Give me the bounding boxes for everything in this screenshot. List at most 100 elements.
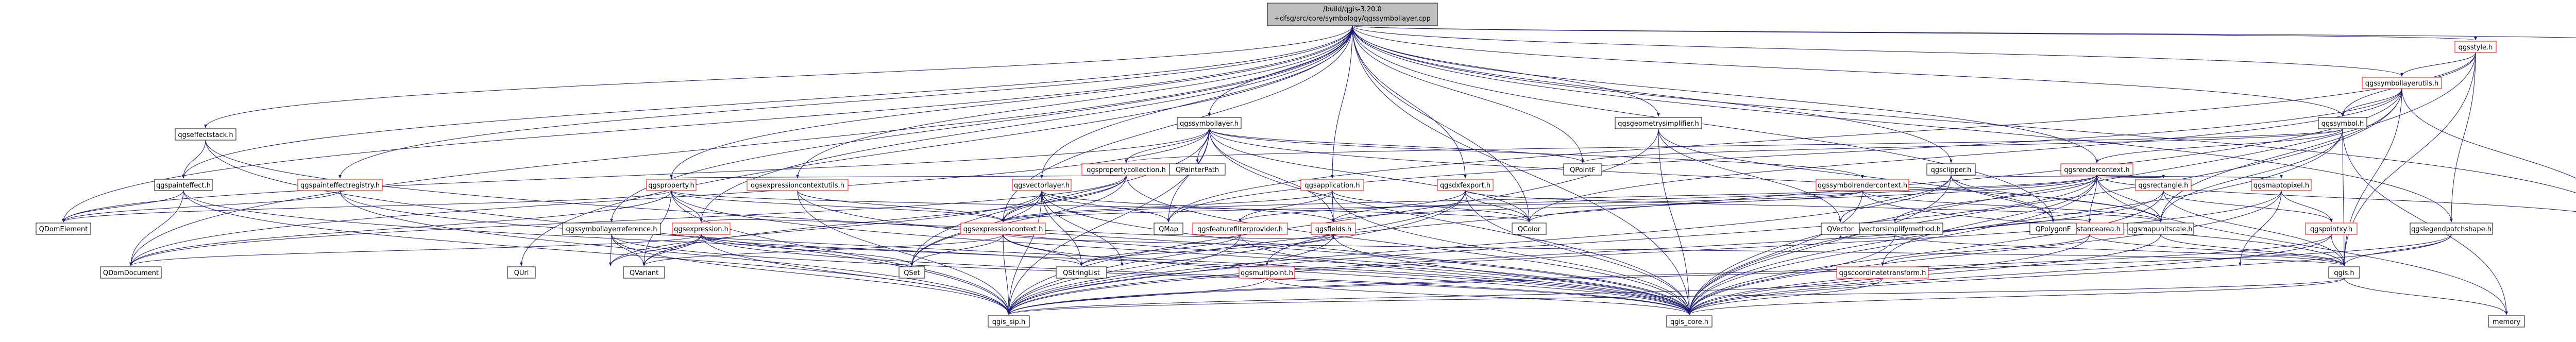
node-label: qgsapplication.h bbox=[1304, 182, 1360, 190]
node-qdomdocument[interactable]: QDomDocument bbox=[100, 266, 162, 279]
node-qpointf[interactable]: QPointF bbox=[1563, 163, 1602, 176]
node-qgsclipper[interactable]: qgsclipper.h bbox=[1926, 163, 1976, 176]
edge-qgsrendercontext-to-qgsrectangle bbox=[2096, 175, 2165, 179]
edge-qgsfeaturefilterprovider-to-qgis_core bbox=[1240, 234, 1691, 315]
node-label: qgsproperty.h bbox=[648, 182, 694, 190]
node-qgsapplication[interactable]: qgsapplication.h bbox=[1300, 179, 1364, 191]
node-memory[interactable]: memory bbox=[2488, 315, 2525, 328]
node-label: qgsmultipoint.h bbox=[1241, 269, 1293, 277]
node-qgsexpression[interactable]: qgsexpression.h bbox=[672, 223, 731, 235]
node-box bbox=[1239, 266, 1295, 279]
node-box bbox=[2454, 41, 2497, 53]
node-label: qgsfeaturefilterprovider.h bbox=[1197, 226, 1283, 233]
node-qgsexpressioncontextutils[interactable]: qgsexpressioncontextutils.h bbox=[747, 179, 849, 191]
edge-qgsapplication-to-qgsfields bbox=[1332, 190, 1335, 223]
node-qgssymbollayerreference[interactable]: qgssymbollayerreference.h bbox=[562, 223, 661, 235]
node-qdomelement[interactable]: QDomElement bbox=[36, 223, 91, 235]
edge-qgssymbollayerutils-to-qgis_core bbox=[1688, 88, 2402, 315]
edge-qgsexpression-to-QSet bbox=[701, 234, 913, 266]
edge-root-to-QPolygonF bbox=[1352, 25, 2055, 223]
node-qgspropertycollection[interactable]: qgspropertycollection.h bbox=[1081, 163, 1171, 176]
node-qgis-sip[interactable]: qgis_sip.h bbox=[988, 315, 1030, 328]
node-box bbox=[2362, 77, 2442, 89]
node-qgspointxy[interactable]: qgspointxy.h bbox=[2305, 223, 2358, 235]
node-qgsexpressioncontext[interactable]: qgsexpressioncontext.h bbox=[960, 223, 1046, 235]
node-qvector[interactable]: QVector bbox=[1821, 223, 1860, 235]
node-qgssymbollayer[interactable]: qgssymbollayer.h bbox=[1177, 117, 1242, 129]
node-qgis-core[interactable]: qgis_core.h bbox=[1666, 315, 1713, 328]
node-box bbox=[1192, 223, 1288, 235]
node-box bbox=[1563, 163, 1602, 176]
node-label: +dfsg/src/core/symbology/qgssymbollayer.… bbox=[1274, 15, 1431, 23]
node-qmap[interactable]: QMap bbox=[1154, 223, 1183, 235]
node-qgscoordinatetransform[interactable]: qgscoordinatetransform.h bbox=[1836, 266, 1929, 279]
node-box bbox=[297, 179, 383, 191]
node-qstringlist[interactable]: QStringList bbox=[1056, 266, 1107, 279]
node-box bbox=[2127, 223, 2194, 235]
edge-qgssymbollayerreference-to-QVariant bbox=[611, 234, 646, 266]
node-box bbox=[2060, 163, 2133, 176]
node-qgspainteffectregistry[interactable]: qgspainteffectregistry.h bbox=[297, 179, 383, 191]
node-qgis-h[interactable]: qgis.h bbox=[2328, 266, 2360, 279]
edge-root-to-qgsrendercontext bbox=[1352, 25, 2098, 163]
edge-qgsrendercontext-to-QPainter bbox=[2096, 175, 2576, 212]
edge-qgsexpressioncontext-to-qgis_core bbox=[1003, 234, 1691, 315]
node-qurl[interactable]: QUrl bbox=[507, 266, 536, 279]
node-box bbox=[623, 266, 665, 279]
node-qgsrendercontext[interactable]: qgsrendercontext.h bbox=[2060, 163, 2133, 176]
edge-qgsvectorlayer-to-QMap bbox=[1041, 190, 1170, 223]
node-qgsfields[interactable]: qgsfields.h bbox=[1311, 223, 1356, 235]
node-qgssymbollayerutils[interactable]: qgssymbollayerutils.h bbox=[2362, 77, 2442, 89]
edge-root-to-QColor bbox=[1352, 25, 1531, 223]
node-qgsmultipoint[interactable]: qgsmultipoint.h bbox=[1239, 266, 1295, 279]
node-label: QColor bbox=[1518, 226, 1541, 233]
edge-root-to-qgsstyle bbox=[1352, 25, 2477, 41]
node-box bbox=[2328, 266, 2360, 279]
node-qgsmaptopixel[interactable]: qgsmaptopixel.h bbox=[2251, 179, 2312, 191]
node-qgssymbolrendercontext[interactable]: qgssymbolrendercontext.h bbox=[1816, 179, 1909, 191]
node-box bbox=[1154, 223, 1183, 235]
node-qgsmapunitscale[interactable]: qgsmapunitscale.h bbox=[2127, 223, 2194, 235]
edge-qgsexpressioncontext-to-QVariant bbox=[642, 234, 1004, 266]
node-qgsrectangle[interactable]: qgsrectangle.h bbox=[2135, 179, 2192, 191]
node-label: QDomElement bbox=[39, 226, 88, 233]
node-qgsstyle[interactable]: qgsstyle.h bbox=[2454, 41, 2497, 53]
node-label: qgsexpressioncontextutils.h bbox=[751, 182, 844, 190]
node-qgsvectorsimplifymethod[interactable]: qgsvectorsimplifymethod.h bbox=[1846, 223, 1943, 235]
edge-qgsdxfexport-to-qgsmultipoint bbox=[1265, 190, 1466, 266]
edge-qgsmultipoint-to-qgis_core bbox=[1266, 278, 1691, 315]
node-label: qgslegendpatchshape.h bbox=[2411, 226, 2492, 233]
edge-qgsrectangle-to-qgis_sip bbox=[1007, 190, 2164, 315]
node-qgspainteffect[interactable]: qgspainteffect.h bbox=[154, 179, 213, 191]
edge-qgseffectstack-to-qgis_core bbox=[205, 140, 1691, 315]
edge-qgssymbollayer-to-qgis_core bbox=[1209, 128, 1691, 315]
node-box bbox=[747, 179, 849, 191]
node-qcolor[interactable]: QColor bbox=[1512, 223, 1547, 235]
edge-root-to-qgsclipper bbox=[1352, 25, 1953, 163]
node-qgseffectstack[interactable]: qgseffectstack.h bbox=[175, 128, 236, 141]
node-qgsvectorlayer[interactable]: qgsvectorlayer.h bbox=[1012, 179, 1072, 191]
node-box bbox=[562, 223, 661, 235]
node-qpolygonf[interactable]: QPolygonF bbox=[2029, 223, 2077, 235]
edge-qgsmaptopixel-to-QTransform bbox=[2239, 190, 2282, 266]
node-qgsdxfexport[interactable]: qgsdxfexport.h bbox=[1437, 179, 1494, 191]
node-box bbox=[899, 266, 925, 279]
node-qvariant[interactable]: QVariant bbox=[623, 266, 665, 279]
node-qset[interactable]: QSet bbox=[899, 266, 925, 279]
edge-qgsexpression-to-QVariant bbox=[642, 234, 702, 266]
node-qpainterpath[interactable]: QPainterPath bbox=[1169, 163, 1226, 176]
node-qgsgeometrysimplifier[interactable]: qgsgeometrysimplifier.h bbox=[1615, 117, 1702, 129]
node-label: qgssymbollayer.h bbox=[1180, 120, 1239, 128]
node-box bbox=[2029, 223, 2077, 235]
edge-qgssymbollayer-to-QPointF bbox=[1209, 128, 1584, 163]
node-qgssymbol[interactable]: qgssymbol.h bbox=[2318, 117, 2367, 129]
edge-qgspointxy-to-qgis_core bbox=[1688, 234, 2332, 315]
node-qgslegendpatchshape[interactable]: qgslegendpatchshape.h bbox=[2410, 223, 2493, 235]
node-label: qgsgeometrysimplifier.h bbox=[1618, 120, 1699, 128]
node-qgsproperty[interactable]: qgsproperty.h bbox=[646, 179, 697, 191]
edge-qgssymbol-to-memory bbox=[2342, 128, 2508, 315]
node-label: qgis_sip.h bbox=[992, 318, 1025, 326]
edge-qgssymbolrendercontext-to-qgsfields bbox=[1332, 190, 1863, 223]
edge-qgsdxfexport-to-qgis_core bbox=[1465, 190, 1691, 315]
node-qgsfeaturefilterprovider[interactable]: qgsfeaturefilterprovider.h bbox=[1192, 223, 1288, 235]
